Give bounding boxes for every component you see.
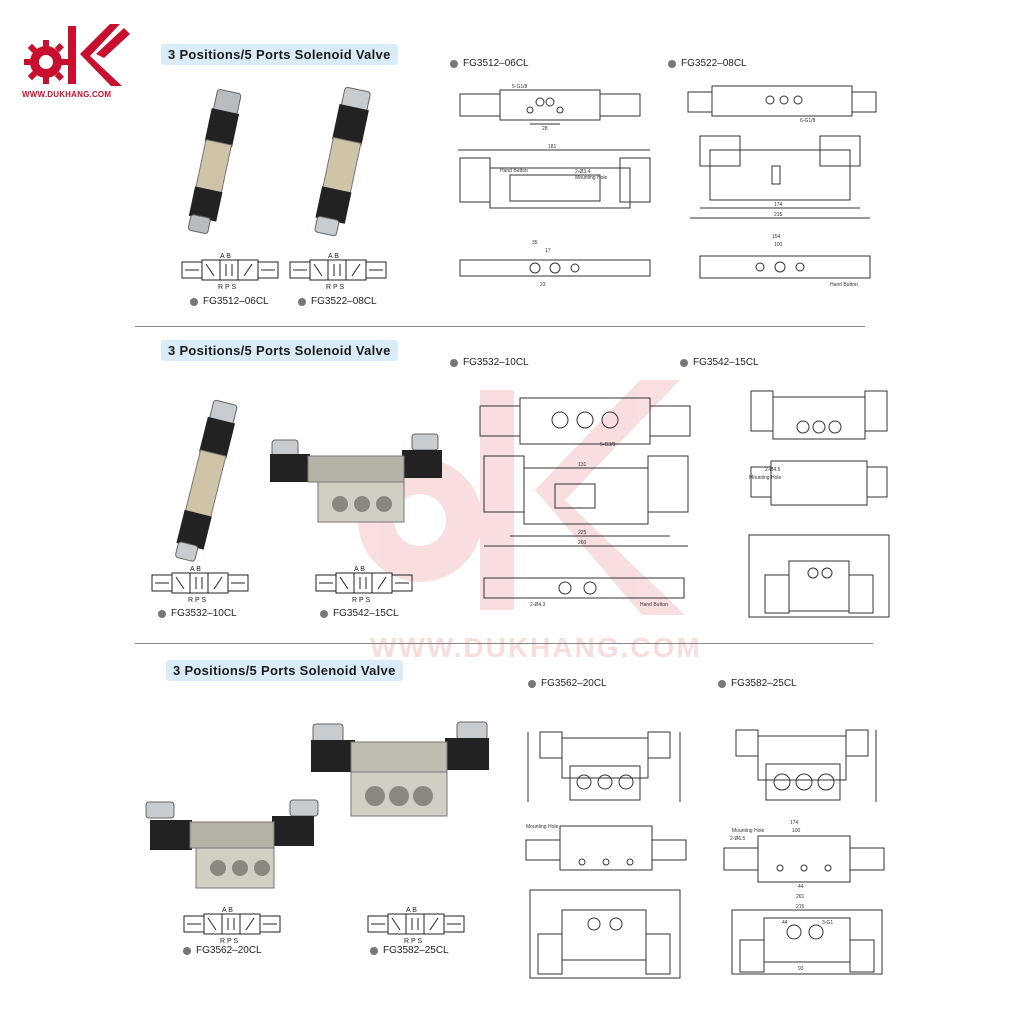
svg-text:44: 44	[798, 884, 804, 890]
svg-text:174: 174	[774, 202, 783, 208]
svg-text:R P S: R P S	[404, 938, 422, 945]
bullet-icon	[450, 59, 458, 68]
svg-text:28: 28	[542, 126, 548, 132]
drawing-fg3582: 174 100 Mounting Hole 2-Ø6.5 44 261 215 …	[723, 729, 885, 975]
drawing-label-fg3522: FG3522–08CL	[668, 58, 747, 69]
svg-text:2-Ø4.5: 2-Ø4.5	[765, 467, 781, 473]
svg-text:174: 174	[790, 820, 799, 826]
gear-icon	[24, 40, 68, 84]
svg-text:R P S: R P S	[326, 284, 344, 291]
svg-text:Hand Button: Hand Button	[500, 168, 528, 174]
svg-text:35: 35	[532, 240, 538, 246]
svg-text:93: 93	[798, 966, 804, 972]
svg-text:17: 17	[545, 248, 551, 254]
svg-text:181: 181	[548, 144, 557, 150]
svg-text:3-G1: 3-G1	[822, 920, 833, 926]
valve-symbol-2: A B R P S	[289, 253, 387, 291]
svg-text:Hand Button: Hand Button	[830, 282, 858, 288]
drawing-fg3522: 6-G1/8 174 215 154 100 Hand Button	[687, 85, 877, 288]
valve-symbol-6: A B R P S	[367, 907, 465, 945]
valve-symbol-1: A B R P S	[181, 253, 279, 291]
svg-text:Mounting Hole: Mounting Hole	[749, 475, 781, 481]
bullet-icon	[718, 679, 726, 688]
svg-text:A B: A B	[190, 566, 201, 573]
drawing-label-fg3562: FG3562–20CL	[528, 678, 607, 689]
caption-fg3562: FG3562–20CL	[183, 945, 262, 956]
svg-text:A B: A B	[222, 907, 233, 914]
svg-text:2-Ø3.4: 2-Ø3.4	[575, 169, 591, 175]
svg-text:100: 100	[774, 242, 783, 248]
bullet-icon	[298, 297, 306, 306]
svg-text:131: 131	[578, 462, 587, 468]
valve-photo-fg3522	[314, 86, 371, 237]
valve-photo-fg3542	[270, 433, 442, 523]
section-1-title: 3 Positions/5 Ports Solenoid Valve	[161, 44, 398, 65]
svg-text:5-G1/8: 5-G1/8	[512, 84, 528, 90]
caption-fg3512: FG3512–06CL	[190, 296, 269, 307]
bullet-icon	[190, 297, 198, 306]
valve-photo-fg3532	[175, 399, 238, 562]
svg-text:Mounting Hole: Mounting Hole	[732, 828, 764, 834]
bullet-icon	[668, 59, 676, 68]
svg-text:Hand Button: Hand Button	[640, 602, 668, 608]
section-2-title: 3 Positions/5 Ports Solenoid Valve	[161, 340, 398, 361]
svg-text:R P S: R P S	[188, 597, 206, 604]
drawing-fg3562: Mounting Hole	[525, 731, 687, 979]
drawing-fg3542: Mounting Hole 2-Ø4.5	[748, 390, 890, 618]
bullet-icon	[158, 609, 166, 618]
svg-text:5-G3/8: 5-G3/8	[600, 442, 616, 448]
svg-text:154: 154	[772, 234, 781, 240]
svg-text:215: 215	[796, 904, 805, 910]
svg-text:225: 225	[578, 530, 587, 536]
drawing-label-fg3512: FG3512–06CL	[450, 58, 529, 69]
svg-text:215: 215	[774, 212, 783, 218]
caption-fg3522: FG3522–08CL	[298, 296, 377, 307]
svg-text:R P S: R P S	[352, 597, 370, 604]
bullet-icon	[450, 358, 458, 367]
svg-text:2-Ø6.5: 2-Ø6.5	[730, 836, 746, 842]
svg-text:6-G1/8: 6-G1/8	[800, 118, 816, 124]
svg-text:A B: A B	[328, 253, 339, 260]
svg-text:23: 23	[540, 282, 546, 288]
svg-text:R P S: R P S	[220, 938, 238, 945]
svg-text:A B: A B	[406, 907, 417, 914]
drawing-fg3532: 5-G3/8 131 225 260 2-Ø4.3 Hand Button	[479, 397, 691, 608]
valve-symbol-3: A B R P S	[151, 566, 249, 604]
bullet-icon	[680, 358, 688, 367]
bullet-icon	[320, 609, 328, 618]
svg-text:R P S: R P S	[218, 284, 236, 291]
valve-symbol-4: A B R P S	[315, 566, 413, 604]
valve-photo-fg3562	[145, 799, 319, 889]
watermark-url: WWW.DUKHANG.COM	[370, 632, 702, 663]
valve-photo-fg3582	[311, 721, 489, 817]
caption-fg3582: FG3582–25CL	[370, 945, 449, 956]
drawing-fg3512: 5-G1/8 28 181 Hand Button 2-Ø3.4 Mountin…	[458, 84, 651, 288]
drawing-label-fg3542: FG3542–15CL	[680, 357, 759, 368]
svg-text:261: 261	[796, 894, 805, 900]
valve-symbol-5: A B R P S	[183, 907, 281, 945]
caption-fg3542: FG3542–15CL	[320, 608, 399, 619]
svg-text:A B: A B	[354, 566, 365, 573]
brand-url: WWW.DUKHANG.COM	[22, 90, 112, 99]
svg-text:A B: A B	[220, 253, 231, 260]
bullet-icon	[370, 946, 378, 955]
svg-text:44: 44	[782, 920, 788, 926]
valve-photo-fg3512	[187, 89, 242, 234]
caption-fg3532: FG3532–10CL	[158, 608, 237, 619]
svg-text:100: 100	[792, 828, 801, 834]
drawing-label-fg3532: FG3532–10CL	[450, 357, 529, 368]
bullet-icon	[528, 679, 536, 688]
svg-text:2-Ø4.3: 2-Ø4.3	[530, 602, 546, 608]
section-divider-2	[135, 643, 873, 644]
bullet-icon	[183, 946, 191, 955]
svg-text:Mounting Hole: Mounting Hole	[575, 175, 607, 181]
section-divider-1	[135, 326, 865, 327]
drawing-label-fg3582: FG3582–25CL	[718, 678, 797, 689]
brand-logo	[18, 14, 138, 104]
section-3-title: 3 Positions/5 Ports Solenoid Valve	[166, 660, 403, 681]
svg-text:Mounting Hole: Mounting Hole	[526, 824, 558, 830]
svg-text:260: 260	[578, 540, 587, 546]
